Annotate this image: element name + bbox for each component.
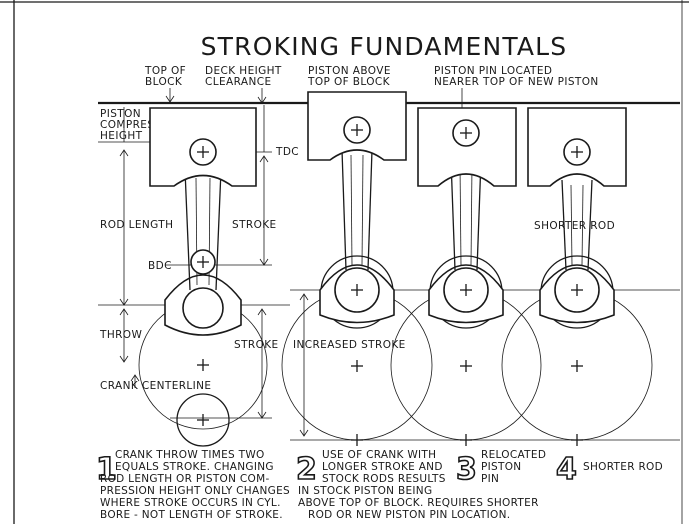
pin-located-label-2: NEARER TOP OF NEW PISTON (434, 76, 599, 88)
shorter-rod-label: SHORTER ROD (534, 220, 615, 232)
caption-number-4: 4 (556, 452, 577, 487)
caption-1-line-2: EQUALS STROKE. CHANGING (115, 461, 274, 473)
caption-3-line-3: PIN (481, 473, 499, 485)
caption-3-line-1: RELOCATED (481, 449, 546, 461)
caption-3-line-2: PISTON (481, 461, 521, 473)
tdc-label: TDC (275, 146, 299, 158)
caption-1-line-5: WHERE STROKE OCCURS IN CYL. (100, 497, 281, 509)
caption-number-2: 2 (296, 452, 317, 487)
rod-length-label: ROD LENGTH (100, 219, 173, 231)
assembly-4 (501, 107, 653, 446)
assembly-2 (281, 91, 433, 446)
deck-height-label-2: CLEARANCE (205, 76, 271, 88)
pin-located-label-1: PISTON PIN LOCATED (434, 65, 552, 77)
caption-2-line-3: STOCK RODS RESULTS (322, 473, 446, 485)
bdc-label: BDC (148, 260, 172, 272)
caption-2: USE OF CRANK WITH LONGER STROKE AND STOC… (298, 449, 539, 521)
assembly-1 (138, 107, 268, 447)
compression-height-label-3: HEIGHT (100, 130, 143, 142)
stroke-label-1: STROKE (232, 219, 277, 231)
caption-2-line-1: USE OF CRANK WITH (322, 449, 436, 461)
caption-2-line-2: LONGER STROKE AND (322, 461, 443, 473)
caption-1: CRANK THROW TIMES TWO EQUALS STROKE. CHA… (100, 449, 290, 521)
caption-number-1: 1 (96, 452, 117, 487)
stroke-label-2: STROKE (234, 339, 279, 351)
piston-above-label-2: TOP OF BLOCK (307, 76, 391, 88)
top-of-block-label-1: TOP OF (144, 65, 186, 77)
diagram-title: STROKING FUNDAMENTALS (201, 32, 568, 61)
piston-above-label-1: PISTON ABOVE (308, 65, 391, 77)
caption-1-line-3: ROD LENGTH OR PISTON COM- (100, 473, 270, 485)
crank-centerline-label: CRANK CENTERLINE (100, 380, 211, 392)
assembly-3 (390, 107, 542, 446)
throw-label: THROW (99, 329, 142, 341)
caption-3: RELOCATED PISTON PIN (481, 449, 546, 485)
top-of-block-label-2: BLOCK (145, 76, 183, 88)
caption-2-line-4: IN STOCK PISTON BEING (298, 485, 432, 497)
caption-1-line-1: CRANK THROW TIMES TWO (115, 449, 265, 461)
caption-number-3: 3 (456, 452, 477, 487)
caption-2-line-6: ROD OR NEW PISTON PIN LOCATION. (308, 509, 510, 521)
increased-stroke-label: INCREASED STROKE (293, 339, 406, 351)
caption-1-line-6: BORE - NOT LENGTH OF STROKE. (100, 509, 283, 521)
caption-4: SHORTER ROD (583, 461, 663, 473)
caption-2-line-5: ABOVE TOP OF BLOCK. REQUIRES SHORTER (298, 497, 539, 509)
deck-height-label-1: DECK HEIGHT (205, 65, 282, 77)
caption-1-line-4: PRESSION HEIGHT ONLY CHANGES (100, 485, 290, 497)
caption-4-line-1: SHORTER ROD (583, 461, 663, 473)
compression-height-label-1: PISTON (100, 108, 141, 120)
